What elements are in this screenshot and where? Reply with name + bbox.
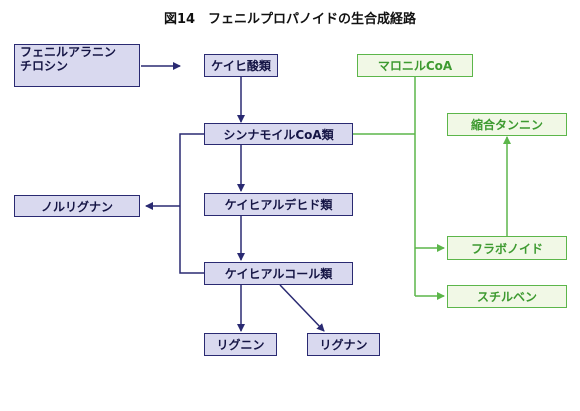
node-phenylalanine-line1: フェニルアラニン xyxy=(20,45,117,59)
node-aldehyde: ケイヒアルデヒド類 xyxy=(204,193,353,216)
node-lignin: リグニン xyxy=(204,333,277,356)
node-flavonoid: フラボノイド xyxy=(447,236,567,260)
node-cinnamic: ケイヒ酸類 xyxy=(204,54,278,77)
node-stilbene: スチルベン xyxy=(447,285,567,308)
node-alcohol: ケイヒアルコール類 xyxy=(204,262,353,285)
edge-alcohol-lignan xyxy=(279,284,325,332)
node-phenylalanine: フェニルアラニン チロシン xyxy=(14,44,140,87)
node-norlignan: ノルリグナン xyxy=(14,195,140,217)
node-lignan: リグナン xyxy=(307,333,380,356)
node-malonyl: マロニルCoA xyxy=(357,54,473,77)
edge-branch-line xyxy=(179,133,204,274)
diagram-title: 図14 フェニルプロパノイドの生合成経路 xyxy=(163,12,417,27)
node-phenylalanine-line2: チロシン xyxy=(20,59,69,73)
node-tannin: 縮合タンニン xyxy=(447,113,567,136)
node-cinnamoyl: シンナモイルCoA類 xyxy=(204,123,353,145)
